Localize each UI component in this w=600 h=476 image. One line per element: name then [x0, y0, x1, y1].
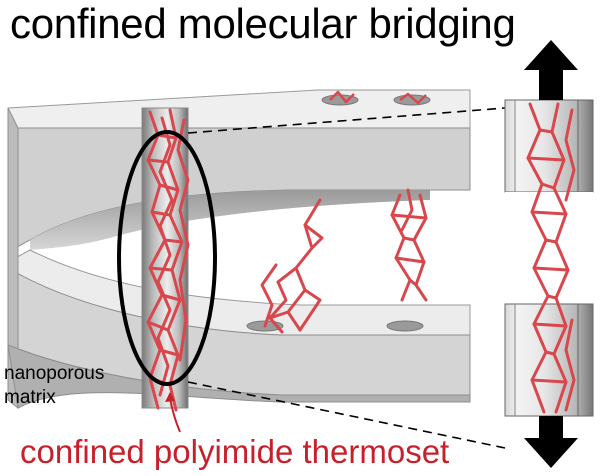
- pore-channel: [141, 107, 189, 409]
- highlight-ellipse: [117, 130, 217, 386]
- zoom-inset: [504, 99, 594, 417]
- polyimide-label: confined polyimide thermoset: [20, 433, 450, 470]
- inset-gap: [505, 192, 593, 304]
- polymer-chains-bridging-right: [390, 188, 428, 302]
- polymer-chains-bridging-center: [260, 198, 324, 334]
- zoom-lines: [187, 107, 506, 449]
- open-gap: [30, 200, 470, 305]
- inset-bottom-block: [504, 303, 594, 417]
- label-pointer: [165, 392, 181, 433]
- matrix-label-line1: nanoporous: [4, 363, 105, 384]
- nanoporous-matrix-label: nanoporous matrix: [4, 362, 114, 410]
- diagram-title: confined molecular bridging: [10, 0, 516, 47]
- nanoporous-matrix-block: [7, 89, 471, 410]
- inner-curved-surface: [30, 190, 430, 250]
- matrix-label-line2: matrix: [4, 387, 56, 408]
- arrow-up-icon: [524, 40, 578, 100]
- polymer-chains-in-pore: [146, 108, 190, 412]
- polymer-chains-surface-top: [329, 90, 427, 105]
- arrow-down-icon: [524, 416, 578, 468]
- polymer-chains-inset: [526, 102, 576, 414]
- inset-top-block: [504, 99, 594, 193]
- bottom-face: [7, 344, 471, 409]
